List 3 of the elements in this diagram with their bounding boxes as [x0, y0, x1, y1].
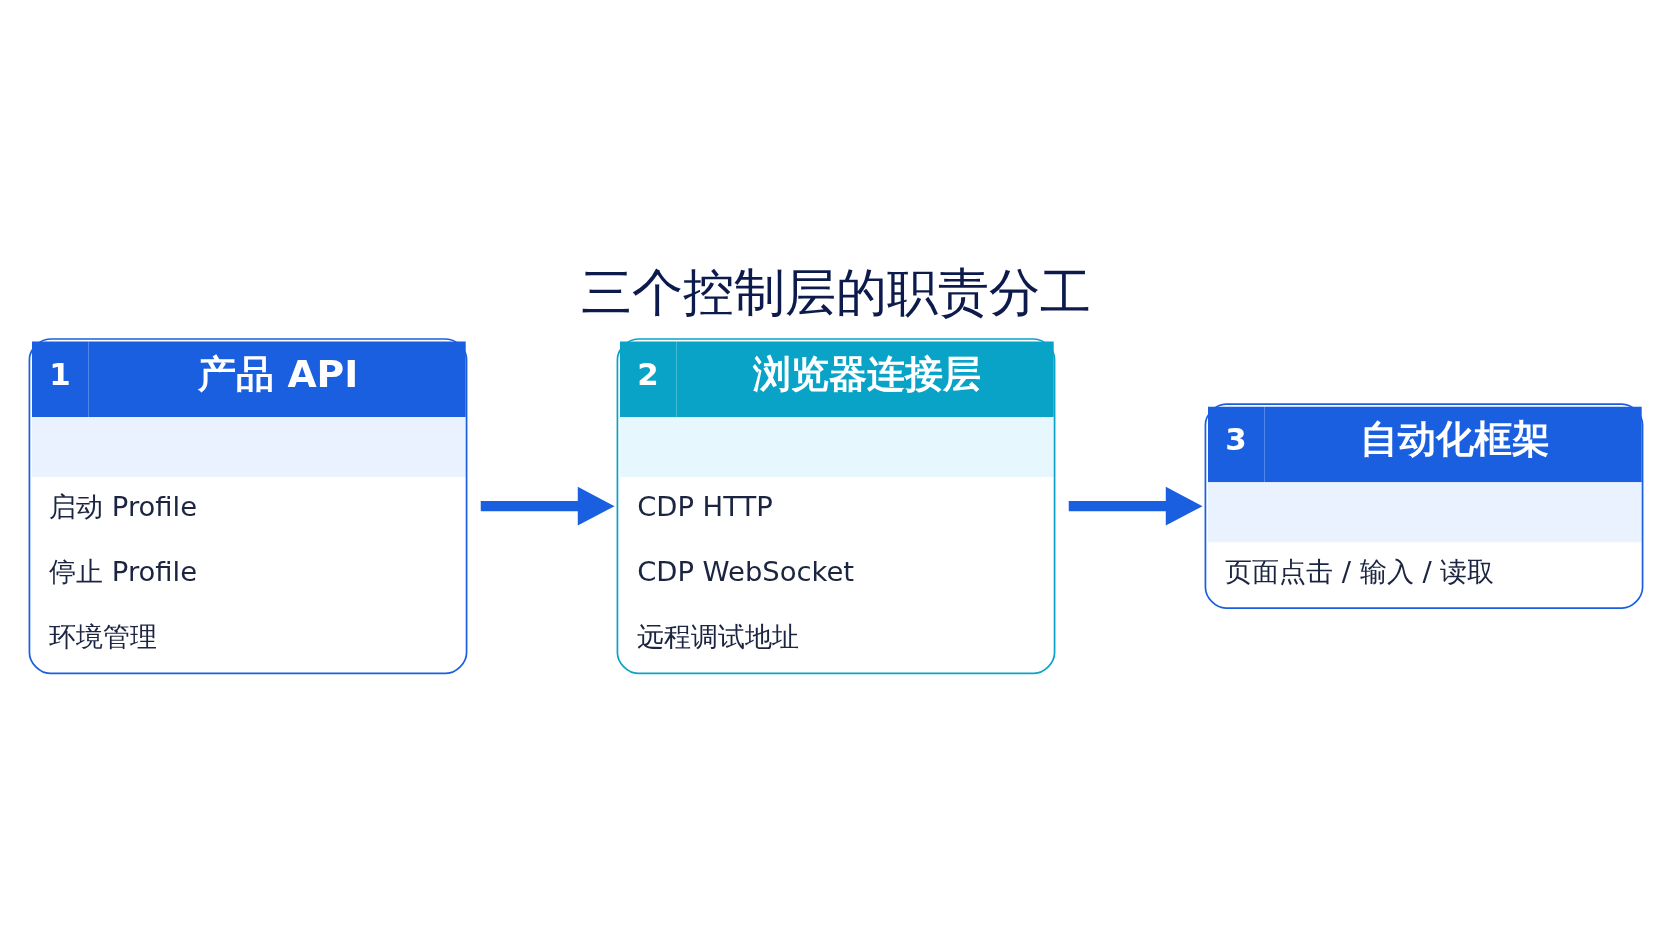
arrow [1068, 486, 1203, 525]
diagram-title: 三个控制层的职责分工 [581, 261, 1091, 322]
arrow [480, 486, 615, 525]
